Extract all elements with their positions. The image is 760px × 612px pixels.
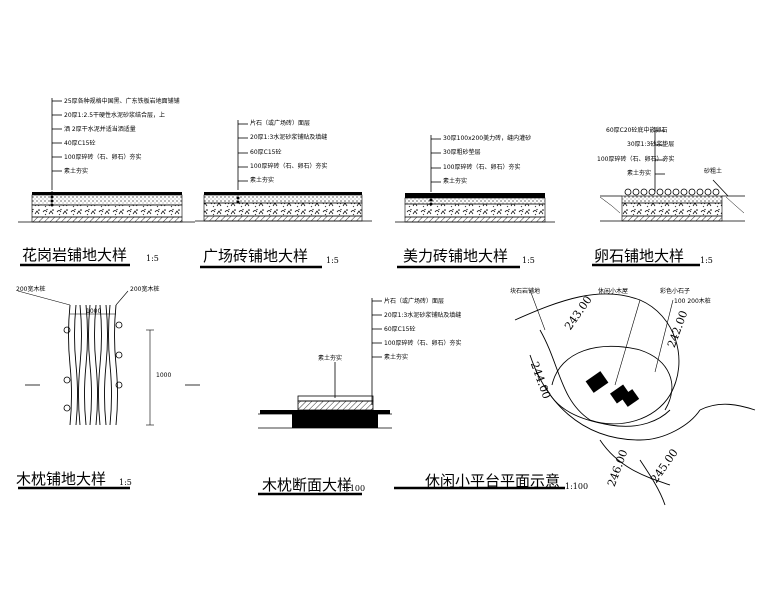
meili-note-4: 素土夯实 — [443, 178, 468, 185]
sleeper-scale: 1:5 — [119, 478, 132, 487]
sleeper-right-label: 200宽木桩 — [130, 286, 160, 293]
plaza-note-2: 20厚1:3水泥砂浆铺贴及填缝 — [250, 134, 328, 141]
granite-note-2: 20厚1:2.5干硬性水泥砂浆结合层，上 — [64, 112, 166, 119]
pebble-title: 卵石铺地大样 — [594, 247, 685, 265]
meili-section-drawing — [395, 135, 555, 269]
meili-note-1: 30厚100x200美力砖，缝内灌砂 — [443, 135, 532, 142]
granite-note-6: 素土夯实 — [64, 168, 89, 175]
granite-note-3: 洒 2厚干水泥并适当洒适量 — [64, 126, 136, 133]
plaza-title: 广场砖铺地大样 — [203, 247, 309, 265]
sleeper-height-dim: 1000 — [156, 372, 172, 379]
pebble-note-3: 100厚碎砖（石、卵石）夯实 — [597, 156, 675, 163]
platform-scale: 1:100 — [565, 482, 589, 491]
platform-label-1: 块石岩铺地 — [510, 288, 541, 295]
plaza-note-4: 100厚碎砖（石、卵石）夯实 — [250, 163, 328, 170]
granite-note-1: 25厚各种规格中国黑、广东铁板岩地面铺铺 — [64, 98, 180, 105]
section-note-3: 60厚C15砼 — [384, 326, 416, 333]
meili-note-3: 100厚碎砖（石、卵石）夯实 — [443, 164, 521, 171]
plaza-note-3: 60厚C15砼 — [250, 149, 282, 156]
pebble-note-2: 30厚1:3砂浆垫层 — [627, 141, 675, 148]
platform-label-3: 彩色小石子 — [660, 288, 691, 295]
sleeper-left-label: 200宽木桩 — [16, 286, 46, 293]
section-scale: 1:100 — [342, 484, 366, 493]
pebble-scale: 1:5 — [700, 256, 713, 265]
granite-note-4: 40厚C15砼 — [64, 140, 96, 147]
meili-scale: 1:5 — [522, 256, 535, 265]
platform-plan-drawing — [394, 289, 756, 506]
sleeper-width-dim: 1000 — [86, 308, 102, 315]
granite-section-drawing — [18, 98, 195, 267]
granite-note-5: 100厚碎砖（石、卵石）夯实 — [64, 154, 142, 161]
section-side-note: 素土夯实 — [318, 355, 343, 362]
plaza-scale: 1:5 — [326, 256, 339, 265]
granite-title: 花岗岩铺地大样 — [22, 246, 128, 264]
pebble-section-drawing — [592, 127, 745, 267]
sleeper-plan-drawing — [17, 290, 200, 490]
pebble-note-1: 60厚C20砼底中嵌卵石 — [606, 127, 668, 134]
platform-label-2: 休闲小木屋 — [598, 288, 629, 295]
meili-note-2: 30厚粗砂垫层 — [443, 149, 481, 156]
plaza-note-1: 片石（或广场砖）面层 — [250, 120, 311, 127]
meili-title: 美力砖铺地大样 — [403, 247, 509, 265]
platform-label-4: 100 200木桩 — [674, 298, 711, 305]
section-note-4: 100厚碎砖（石、卵石）夯实 — [384, 340, 462, 347]
pebble-side-note: 砂粗土 — [704, 168, 723, 175]
sleeper-title: 木枕铺地大样 — [16, 470, 107, 488]
plaza-note-5: 素土夯实 — [250, 177, 275, 184]
sleeper-section-drawing — [258, 298, 392, 496]
section-note-1: 片石（或广场砖）面层 — [384, 298, 445, 305]
plaza-section-drawing — [195, 120, 372, 269]
pebble-note-4: 素土夯实 — [627, 170, 652, 177]
section-note-5: 素土夯实 — [384, 354, 409, 361]
platform-title: 休闲小平台平面示意 — [425, 472, 561, 490]
section-note-2: 20厚1:3水泥砂浆铺贴及填缝 — [384, 312, 462, 319]
granite-scale: 1:5 — [146, 254, 159, 263]
section-title: 木枕断面大样 — [262, 476, 353, 494]
